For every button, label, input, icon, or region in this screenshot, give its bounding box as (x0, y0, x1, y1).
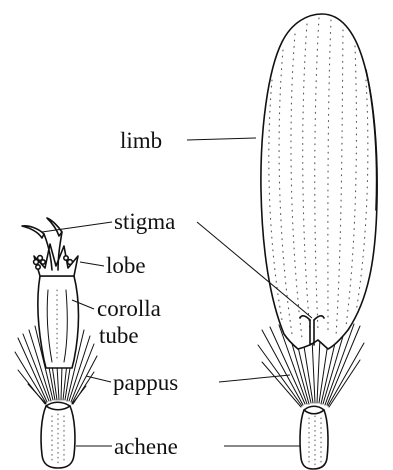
label-stigma: stigma (114, 209, 175, 234)
disk-floret (15, 218, 97, 468)
label-tube: tube (99, 323, 139, 348)
leader-limb (187, 138, 256, 140)
label-lobe: lobe (106, 253, 146, 278)
ray-floret (258, 14, 377, 469)
disk-stigma (22, 226, 44, 238)
limb-ligule (261, 14, 377, 349)
label-limb: limb (120, 128, 162, 153)
disk-corolla-tube (38, 276, 79, 368)
label-pappus: pappus (113, 370, 178, 395)
label-achene: achene (114, 434, 178, 459)
leader-pappus-right (219, 375, 290, 382)
leader-lobe (80, 262, 104, 266)
ray-achene (300, 406, 328, 469)
disk-stigma-right (47, 218, 62, 236)
label-corolla: corolla (97, 296, 161, 321)
